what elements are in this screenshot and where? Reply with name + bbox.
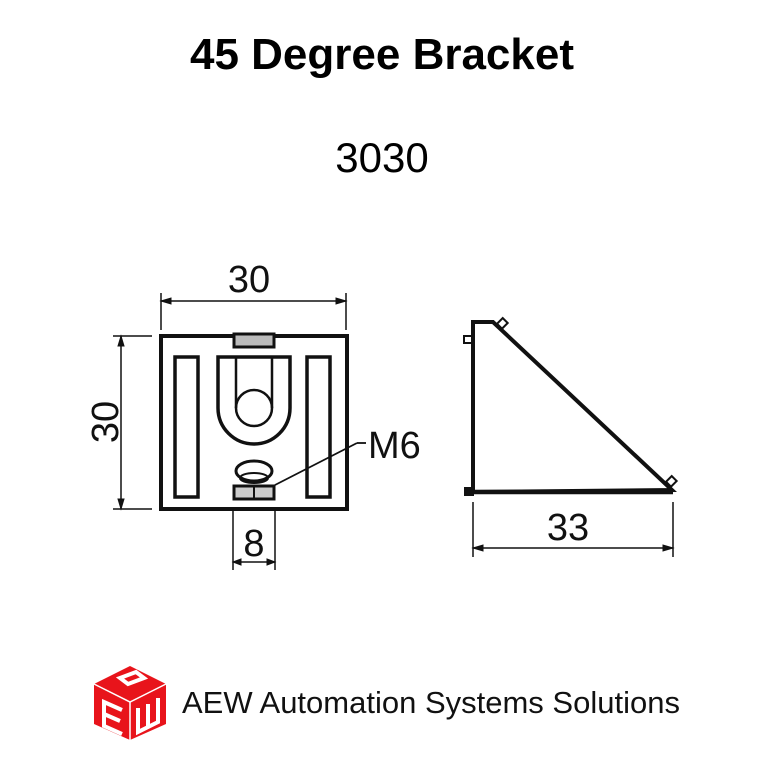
slot-dimension-label: 8 <box>243 523 264 565</box>
side-view: 33 <box>463 316 679 557</box>
company-name: AEW Automation Systems Solutions <box>182 685 680 720</box>
page-title: 45 Degree Bracket <box>189 30 574 79</box>
aew-cube-logo-icon <box>93 666 167 740</box>
thread-label: M6 <box>368 425 421 467</box>
footer-branding: AEW Automation Systems Solutions <box>92 664 680 742</box>
model-number: 3030 <box>335 134 429 181</box>
base-dimension-label: 33 <box>547 507 589 549</box>
height-dimension-label: 30 <box>85 401 127 443</box>
width-dimension-label: 30 <box>228 259 270 301</box>
front-view: 30 30 M6 8 <box>85 259 421 570</box>
